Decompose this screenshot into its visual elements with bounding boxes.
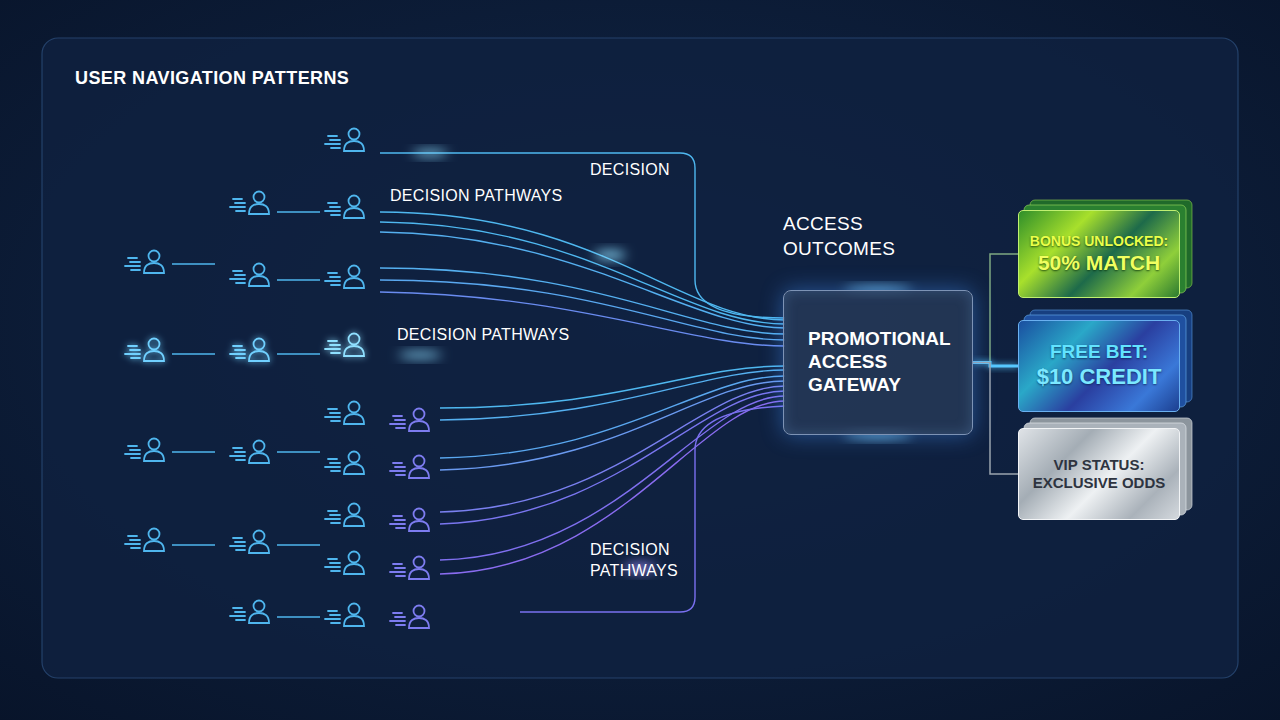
diagram-title: USER NAVIGATION PATTERNS: [75, 68, 349, 89]
user-icon: [230, 264, 269, 287]
row-connector: [277, 544, 320, 546]
user-icon: [125, 439, 164, 462]
pathway-curve: [440, 391, 785, 524]
outcome-card: BONUS UNLOCKED:50% MATCH: [1018, 210, 1180, 298]
gateway-connector: [973, 254, 1018, 363]
row-connector: [277, 616, 320, 618]
panel: [42, 38, 1238, 678]
user-icon: [325, 334, 364, 357]
user-icon: [390, 509, 429, 532]
row-connector: [172, 451, 215, 453]
user-icon: [230, 441, 269, 464]
glow-spot: [412, 150, 448, 156]
pathway-curve: [380, 268, 785, 334]
pathway-curve: [380, 232, 785, 328]
edge-group: [973, 254, 1018, 474]
pathway-curve: [440, 381, 785, 470]
user-icon: [325, 452, 364, 475]
gateway-connector: [973, 363, 1018, 475]
user-icon: [230, 601, 269, 624]
node-text: FREE BET:: [1050, 341, 1148, 364]
gateway-box: PROMOTIONAL ACCESS GATEWAY: [783, 290, 973, 435]
node-text: PROMOTIONAL ACCESS GATEWAY: [808, 328, 964, 396]
user-icon: [390, 456, 429, 479]
user-icon: [325, 129, 364, 152]
decision-pathways: [380, 153, 785, 612]
user-icon: [230, 339, 269, 362]
outcome-card: FREE BET:$10 CREDIT: [1018, 320, 1180, 412]
row-connector: [277, 211, 320, 213]
user-icon: [390, 409, 429, 432]
user-icon: [325, 196, 364, 219]
node-text: 50% MATCH: [1038, 250, 1160, 275]
row-connector: [172, 353, 215, 355]
glow-spot: [594, 251, 626, 259]
user-icon: [230, 531, 269, 554]
pathway-curve: [440, 396, 785, 560]
user-icons: [125, 129, 429, 629]
user-icon: [325, 552, 364, 575]
pathway-label: DECISION PATHWAYS: [390, 186, 610, 207]
user-icon: [125, 339, 164, 362]
node-text: BONUS UNLOCKED:: [1030, 233, 1168, 250]
pathway-label: DECISION: [590, 160, 790, 181]
row-connectors: [172, 212, 320, 617]
row-connector: [172, 263, 215, 265]
user-icon: [390, 606, 429, 629]
row-connector: [277, 353, 320, 355]
pathway-curve: [380, 292, 785, 346]
pathway-curve: [520, 406, 785, 612]
pathway-label: ACCESS OUTCOMES: [783, 212, 913, 261]
user-icon: [230, 192, 269, 215]
user-icon: [325, 402, 364, 425]
row-connector: [172, 544, 215, 546]
pathway-curve: [440, 376, 785, 458]
outcome-card: VIP STATUS: EXCLUSIVE ODDS: [1018, 428, 1180, 520]
pathway-curve: [380, 222, 785, 324]
user-icon: [325, 266, 364, 289]
user-icon: [325, 504, 364, 527]
node-text: $10 CREDIT: [1037, 364, 1162, 390]
user-icon: [390, 557, 429, 580]
user-icon: [125, 251, 164, 274]
row-connector: [277, 279, 320, 281]
glow-spot: [398, 352, 442, 358]
user-icon: [125, 529, 164, 552]
row-connector: [277, 451, 320, 453]
pathway-curve: [380, 212, 785, 320]
node-text: VIP STATUS: EXCLUSIVE ODDS: [1025, 456, 1173, 492]
user-icon: [325, 604, 364, 627]
pathway-label: DECISION PATHWAYS: [397, 325, 617, 346]
pathway-label: DECISION PATHWAYS: [590, 540, 690, 582]
